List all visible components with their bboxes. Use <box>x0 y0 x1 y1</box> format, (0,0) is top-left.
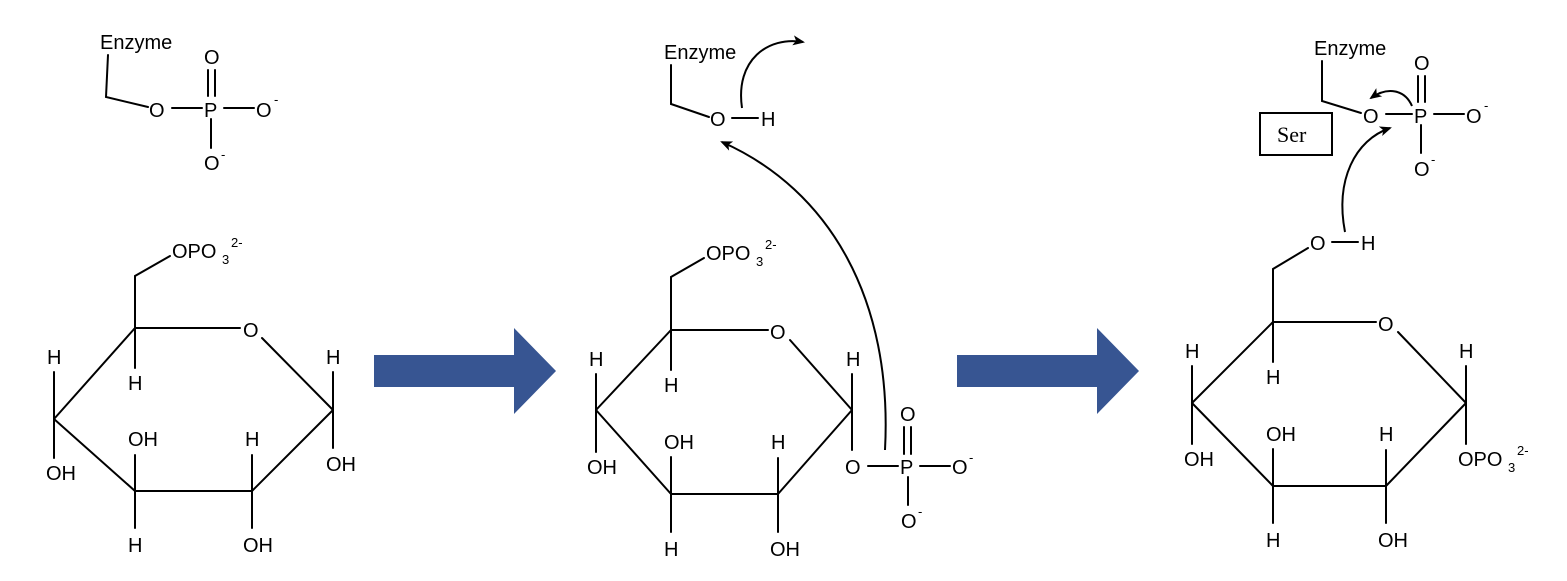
enzyme-serine: Enzyme O H <box>664 35 805 131</box>
phosphate-label: OPO <box>706 243 750 265</box>
ring-oxygen: O <box>770 322 786 344</box>
minus-charge: - <box>969 450 973 465</box>
atom-h: H <box>664 539 678 561</box>
atom-o: O <box>1363 106 1379 128</box>
atom-o: O <box>845 457 861 479</box>
atom-h: H <box>47 347 61 369</box>
atom-h: H <box>1266 530 1280 552</box>
atom-p: P <box>1414 106 1427 128</box>
electron-arrow <box>740 35 805 109</box>
enzyme-label: Enzyme <box>664 42 736 64</box>
ring-oxygen: O <box>243 320 259 342</box>
hydroxyl: OH <box>1378 530 1408 552</box>
panel-1: Enzyme O P O O - O - O OPO <box>46 32 356 557</box>
minus-charge: - <box>1431 152 1435 167</box>
atom-o: O <box>1414 53 1430 75</box>
atom-o: O <box>256 100 272 122</box>
hydroxyl: OH <box>326 454 356 476</box>
hydroxyl: OH <box>587 457 617 479</box>
hydroxyl: OH <box>128 429 158 451</box>
phosphate-label: OPO <box>172 241 216 263</box>
electron-arrow <box>1369 88 1413 107</box>
atom-h: H <box>1185 341 1199 363</box>
atom-o: O <box>1466 106 1482 128</box>
atom-h: H <box>128 535 142 557</box>
atom-o: O <box>901 511 917 533</box>
hydroxyl: OH <box>46 463 76 485</box>
serine-label: Ser <box>1277 122 1307 147</box>
atom-h: H <box>1459 341 1473 363</box>
phosphoenzyme-1: Enzyme O P O O - O - <box>100 32 278 175</box>
panel-3: Enzyme O P O O - O - Ser O <box>1184 38 1529 552</box>
subscript-3: 3 <box>756 254 763 269</box>
subscript-3: 3 <box>1508 460 1515 475</box>
hydroxyl: OH <box>1266 424 1296 446</box>
hydroxyl: OH <box>770 539 800 561</box>
electron-arrow <box>1341 126 1392 233</box>
minus-charge: - <box>274 92 278 107</box>
atom-h: H <box>1266 367 1280 389</box>
minus-charge: - <box>1484 98 1488 113</box>
electron-arrow <box>720 141 887 451</box>
atom-o: O <box>204 47 220 69</box>
charge-2-minus: 2- <box>765 237 777 252</box>
hydroxyl: OH <box>1184 449 1214 471</box>
minus-charge: - <box>221 147 225 162</box>
glucose-1-6-bisphosphate: O OPO 3 2- H H O P O O - O - H <box>587 141 973 561</box>
minus-charge: - <box>918 504 922 519</box>
hydroxyl: OH <box>664 432 694 454</box>
atom-o: O <box>204 153 220 175</box>
subscript-3: 3 <box>222 252 229 267</box>
atom-h: H <box>846 349 860 371</box>
phosphoenzyme-3: Enzyme O P O O - O - Ser <box>1259 38 1488 181</box>
serine-box <box>1259 112 1333 156</box>
hydroxyl: OH <box>243 535 273 557</box>
enzyme-label: Enzyme <box>1314 38 1386 60</box>
atom-o: O <box>1414 159 1430 181</box>
enzyme-label: Enzyme <box>100 32 172 54</box>
phosphate-label: OPO <box>1458 449 1502 471</box>
atom-o: O <box>710 109 726 131</box>
atom-p: P <box>204 100 217 122</box>
atom-h: H <box>761 109 775 131</box>
atom-h: H <box>128 373 142 395</box>
atom-o: O <box>1310 233 1326 255</box>
atom-h: H <box>326 347 340 369</box>
panel-2: Enzyme O H O OPO 3 2- H H O <box>587 35 973 561</box>
charge-2-minus: 2- <box>1517 443 1529 458</box>
atom-h: H <box>771 432 785 454</box>
atom-o: O <box>952 457 968 479</box>
reaction-arrow-1 <box>374 328 556 414</box>
atom-h: H <box>589 349 603 371</box>
reaction-arrow-2 <box>957 328 1139 414</box>
atom-h: H <box>245 429 259 451</box>
atom-h: H <box>1361 233 1375 255</box>
glucose-6-phosphate: O OPO 3 2- H H OH H OH OH H H <box>46 235 356 557</box>
ring-oxygen: O <box>1378 314 1394 336</box>
atom-h: H <box>1379 424 1393 446</box>
charge-2-minus: 2- <box>231 235 243 250</box>
atom-p: P <box>900 457 913 479</box>
atom-h: H <box>664 375 678 397</box>
atom-o: O <box>900 404 916 426</box>
atom-o: O <box>149 100 165 122</box>
glucose-1-phosphate: O O H H H OPO 3 2- H OH OH H <box>1184 126 1529 552</box>
